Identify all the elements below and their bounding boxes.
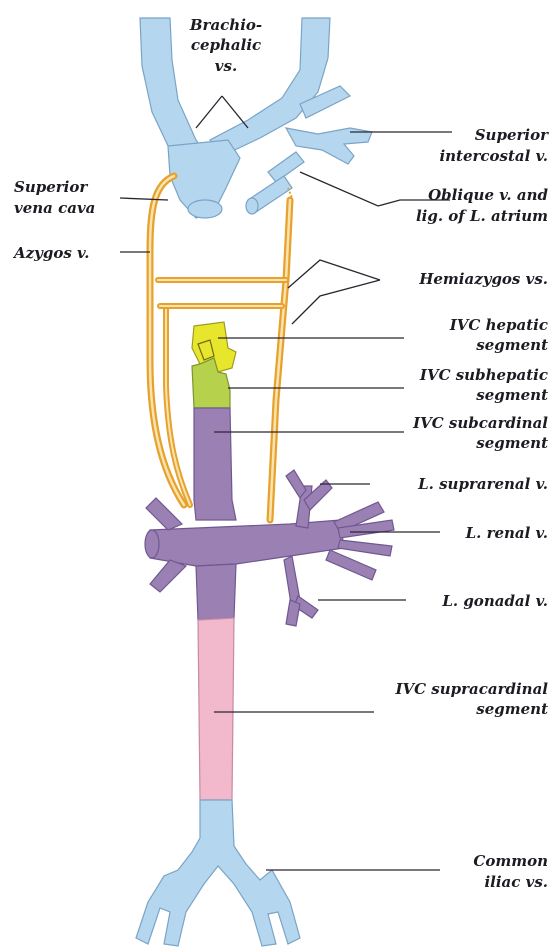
common-iliac-veins [136, 800, 300, 946]
svg-text:segment: segment [476, 386, 548, 404]
label-ivc-subhepatic: IVC subhepatic segment [419, 366, 548, 404]
svg-text:IVC subhepatic: IVC subhepatic [419, 366, 548, 384]
svg-text:IVC supracardinal: IVC supracardinal [394, 680, 548, 698]
label-common-iliac: Common iliac vs. [473, 852, 548, 891]
svg-text:Superior: Superior [14, 178, 88, 196]
label-oblique-vein: Oblique v. and lig. of L. atrium [416, 186, 549, 225]
label-ivc-hepatic: IVC hepatic segment [449, 316, 548, 354]
svg-text:IVC hepatic: IVC hepatic [449, 316, 548, 334]
label-brachiocephalic: Brachio- cephalic vs. [189, 16, 262, 75]
svg-text:Common: Common [473, 852, 548, 870]
ivc-supracardinal-segment [198, 618, 234, 800]
label-superior-vena-cava: Superior vena cava [14, 178, 95, 217]
oblique-vein-stub [246, 176, 292, 214]
svg-text:Brachio-: Brachio- [189, 16, 262, 34]
svg-text:lig. of L. atrium: lig. of L. atrium [416, 207, 548, 225]
label-ivc-supracardinal: IVC supracardinal segment [394, 680, 548, 718]
label-l-suprarenal: L. suprarenal v. [417, 475, 548, 493]
svg-text:cephalic: cephalic [191, 36, 261, 54]
label-hemiazygos: Hemiazygos vs. [418, 270, 548, 288]
svg-text:Superior: Superior [475, 126, 549, 144]
label-l-renal: L. renal v. [465, 524, 548, 542]
label-superior-intercostal: Superior intercostal v. [439, 126, 549, 165]
svg-text:IVC subcardinal: IVC subcardinal [412, 414, 548, 432]
svg-text:segment: segment [476, 434, 548, 452]
svg-text:segment: segment [476, 700, 548, 718]
label-l-gonadal: L. gonadal v. [441, 592, 548, 610]
svg-text:segment: segment [476, 336, 548, 354]
superior-intercostal-vein [268, 128, 372, 182]
label-azygos: Azygos v. [12, 244, 89, 262]
svg-text:vs.: vs. [215, 57, 237, 75]
svg-text:Oblique v. and: Oblique v. and [428, 186, 548, 204]
svg-text:vena cava: vena cava [14, 199, 95, 217]
svg-text:intercostal v.: intercostal v. [439, 147, 548, 165]
svg-text:iliac vs.: iliac vs. [484, 873, 548, 891]
label-ivc-subcardinal: IVC subcardinal segment [412, 414, 548, 452]
